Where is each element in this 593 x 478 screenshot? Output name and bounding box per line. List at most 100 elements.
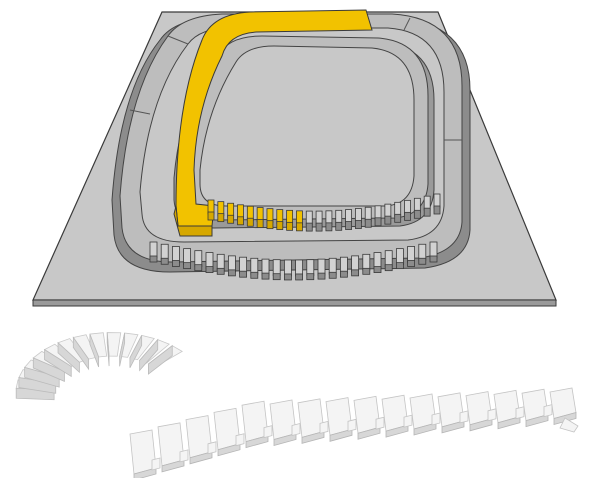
base-plate-front-edge — [32, 299, 557, 307]
inner-finger-tooth-side — [207, 211, 215, 221]
foam-comb-bridge — [151, 457, 161, 471]
outer-finger-tooth-side — [171, 260, 180, 267]
outer-finger-tooth-side — [362, 267, 371, 275]
inner-finger-tooth-side — [345, 221, 352, 230]
outer-finger-tooth — [160, 243, 169, 261]
outer-finger-tooth-side — [306, 273, 315, 281]
outer-finger-tooth-side — [205, 266, 214, 273]
foam-arc-segment-side — [72, 336, 90, 371]
outer-finger-tooth-side — [339, 270, 348, 278]
inner-finger-tooth-side — [246, 217, 254, 227]
foam-arc-segment-side — [106, 332, 110, 367]
inner-finger-tooth-side — [384, 215, 392, 225]
foam-arc-segment-side — [148, 344, 173, 375]
foam-comb-bridge — [207, 441, 217, 455]
inner-finger-tooth-side — [286, 221, 294, 231]
foam-comb-tooth-side — [161, 459, 185, 473]
foam-arc-segment-side — [89, 333, 100, 368]
foam-comb-tooth-side — [469, 418, 493, 432]
inner-finger-tooth-side — [325, 222, 333, 232]
foam-comb-tooth-side — [329, 428, 353, 442]
foam-comb-bridge — [347, 418, 357, 432]
outer-finger-tooth — [418, 243, 427, 261]
inner-finger-tooth-side — [296, 222, 303, 232]
foam-arc-segment-side — [129, 335, 143, 368]
foam-comb-bridge — [459, 410, 469, 424]
foam-comb-tooth-side — [245, 435, 269, 449]
outer-finger-tooth-side — [183, 262, 192, 270]
outer-finger-tooth — [395, 248, 404, 266]
inner-finger-tooth-side — [276, 221, 284, 231]
outer-finger-tooth-side — [261, 272, 270, 280]
foam-arc-segment-side — [139, 338, 159, 372]
foam-arc-segment-side — [119, 332, 126, 367]
foam-comb-bridge — [431, 412, 441, 426]
foam-comb-tooth-side — [217, 443, 241, 457]
inner-finger-tooth-side — [305, 222, 313, 232]
outer-finger-tooth-side — [395, 262, 404, 270]
outer-finger-tooth-side — [239, 270, 248, 278]
foam-strip-end — [559, 417, 579, 433]
outer-finger-tooth-side — [418, 257, 427, 265]
inner-finger-tooth-side — [374, 217, 382, 227]
foam-comb-tooth-side — [273, 432, 297, 447]
foam-comb-bridge — [487, 408, 497, 422]
outer-finger-tooth-side — [373, 266, 382, 273]
foam-comb-tooth-side — [133, 467, 157, 478]
outer-finger-tooth-side — [160, 257, 169, 265]
inner-track-ring — [173, 9, 441, 237]
inner-finger-tooth-side — [433, 205, 441, 215]
inner-finger-tooth-side — [413, 209, 421, 219]
inner-finger-tooth-side — [394, 213, 402, 223]
outer-finger-tooth-side — [194, 264, 203, 272]
outer-finger-tooth-side — [295, 273, 304, 281]
outer-ring-finger-joints — [149, 241, 438, 281]
foam-comb-bridge — [375, 416, 385, 430]
foam-comb-tooth-side — [301, 430, 325, 444]
outer-finger-tooth-side — [149, 255, 158, 263]
outer-finger-tooth-side — [227, 269, 236, 277]
inner-ring-finger-joints — [207, 193, 441, 232]
outer-finger-tooth-side — [351, 269, 360, 277]
foam-arc-segment-side — [44, 348, 72, 378]
foam-comb-tooth-side — [385, 424, 409, 438]
foam-comb-bridge — [263, 425, 273, 439]
inner-finger-tooth-side — [266, 220, 274, 230]
inner-plate-area — [199, 45, 415, 207]
foam-arc-segment-side — [32, 357, 65, 383]
outer-finger-tooth-side — [216, 267, 225, 275]
foam-comb-bridge — [543, 404, 553, 418]
foam-strip-comb-teeth — [15, 332, 579, 478]
foam-comb-bridge — [403, 414, 413, 428]
inner-finger-tooth-side — [364, 218, 372, 228]
foam-comb-tooth-side — [413, 422, 437, 436]
inner-finger-tooth-side — [237, 216, 244, 226]
foam-comb-tooth-side — [497, 416, 521, 430]
foam-strip — [15, 332, 579, 478]
foam-comb-tooth-side — [441, 420, 465, 434]
foam-comb-bridge — [319, 420, 329, 434]
outer-finger-tooth-side — [250, 271, 259, 279]
foam-comb-tooth-side — [357, 426, 381, 440]
inner-finger-tooth-side — [354, 220, 362, 229]
foam-comb-bridge — [235, 433, 245, 447]
outer-finger-tooth-side — [317, 272, 326, 280]
outer-finger-tooth-side — [407, 260, 416, 267]
inner-finger-tooth-side — [256, 219, 264, 228]
foam-comb-tooth-side — [525, 414, 549, 428]
inner-finger-tooth-side — [404, 211, 411, 221]
yellow-highlight-top — [175, 9, 373, 227]
foam-arc-segment-side — [57, 341, 80, 374]
outer-finger-tooth-side — [272, 273, 281, 281]
foam-comb-bridge — [291, 422, 301, 437]
foam-comb-tooth-side — [189, 451, 213, 465]
outer-finger-tooth — [183, 248, 192, 266]
outer-finger-tooth-side — [328, 271, 337, 279]
foam-comb-bridge — [515, 406, 525, 420]
inner-finger-tooth-side — [227, 214, 235, 224]
inner-finger-tooth-side — [315, 222, 323, 232]
outer-finger-tooth-side — [429, 255, 438, 263]
outer-finger-tooth-side — [384, 264, 393, 272]
